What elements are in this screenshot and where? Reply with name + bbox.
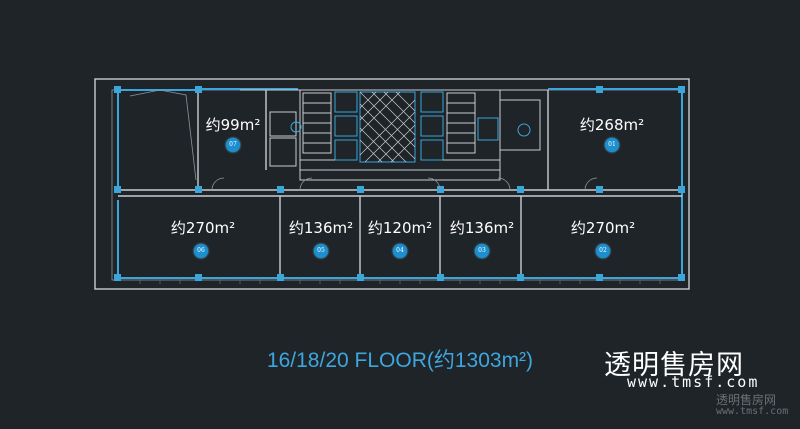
building-outline: [94, 78, 690, 290]
unit-01-area: 约268m²: [579, 116, 645, 134]
watermark-url: www.tmsf.com: [627, 373, 760, 391]
unit-07-area: 约99m²: [205, 116, 261, 134]
unit-02-badge: 02: [596, 244, 610, 258]
unit-01-badge: 01: [605, 138, 619, 152]
watermark-small-brand: 透明售房网: [716, 393, 777, 407]
unit-06-area: 约270m²: [170, 219, 236, 237]
watermark-small-url: www.tmsf.com: [716, 406, 789, 417]
unit-03-area: 约136m²: [449, 219, 515, 237]
unit-06-badge: 06: [194, 244, 208, 258]
unit-03-badge: 03: [475, 244, 489, 258]
columns: [114, 86, 685, 281]
partition-walls: [118, 90, 682, 278]
unit-05-area: 约136m²: [288, 219, 354, 237]
unit-04-area: 约120m²: [367, 219, 433, 237]
doors: [211, 177, 598, 191]
unit-07-badge: 07: [226, 138, 240, 152]
atrium-outline: [129, 89, 197, 181]
building-core: [240, 89, 548, 181]
unit-02-area: 约270m²: [570, 219, 636, 237]
window-mullions: [139, 278, 661, 284]
floor-title: 16/18/20 FLOOR(约1303m²): [266, 349, 534, 372]
unit-04-badge: 04: [393, 244, 407, 258]
watermark-brand: 透明售房网: [604, 350, 744, 381]
unit-05-badge: 05: [314, 244, 328, 258]
